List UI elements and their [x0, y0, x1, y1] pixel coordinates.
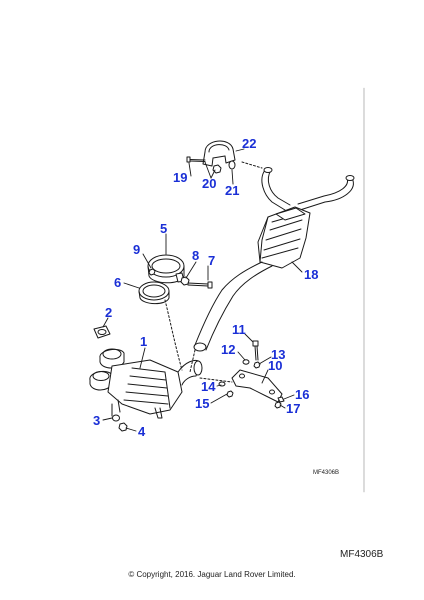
- part-label-5: 5: [160, 221, 168, 236]
- nut-part-13: [253, 361, 261, 369]
- part-label-12: 12: [221, 342, 236, 357]
- clamp-to-pipe-hatch: [241, 161, 263, 169]
- part-label-21: 21: [225, 183, 240, 198]
- assembly-line-1: [164, 299, 183, 371]
- part-label-13: 13: [271, 347, 286, 362]
- assembly-line-2: [189, 349, 196, 373]
- part-label-4: 4: [138, 424, 146, 439]
- part-label-16: 16: [295, 387, 310, 402]
- sealing-ring-part-6: [138, 281, 170, 305]
- nut-part-8: [180, 276, 190, 286]
- part-label-7: 7: [208, 253, 216, 268]
- part-label-17: 17: [286, 401, 301, 416]
- part-label-18: 18: [304, 267, 319, 282]
- leader-lines: [102, 148, 303, 432]
- clamp-part-5: [147, 254, 185, 284]
- part-label-20: 20: [202, 176, 217, 191]
- part-label-19: 19: [173, 170, 188, 185]
- part-label-2: 2: [105, 305, 113, 320]
- bolt-part-11: [252, 340, 259, 361]
- front-catalyst-part-1: [89, 348, 203, 419]
- part-label-15: 15: [195, 396, 210, 411]
- diagram-reference-code: MF4306B: [313, 470, 340, 476]
- bracket-part-10: [231, 369, 283, 403]
- washer-part-3: [112, 414, 120, 422]
- part-label-9: 9: [133, 242, 141, 257]
- copyright-notice: © Copyright, 2016. Jaguar Land Rover Lim…: [128, 570, 296, 579]
- gasket-part-2: [93, 325, 111, 339]
- part-label-3: 3: [93, 413, 101, 428]
- nut-part-15: [226, 390, 234, 398]
- part-label-8: 8: [192, 248, 200, 263]
- washer-part-21: [228, 160, 236, 170]
- rear-pipe-part-18: [193, 167, 355, 352]
- nut-part-4: [118, 422, 128, 432]
- part-label-10: 10: [268, 358, 283, 373]
- assembly-line-3: [199, 377, 233, 383]
- bolt-part-16: [277, 396, 285, 403]
- washer-part-12: [242, 359, 250, 365]
- part-label-14: 14: [201, 379, 216, 394]
- bolt-part-19: [186, 156, 206, 163]
- part-label-1: 1: [140, 334, 148, 349]
- bolt-part-7: [187, 281, 213, 289]
- part-label-22: 22: [242, 136, 257, 151]
- part-label-11: 11: [232, 322, 246, 337]
- part-label-6: 6: [114, 275, 122, 290]
- page-reference-code: MF4306B: [340, 549, 384, 560]
- nut-part-17: [274, 401, 282, 409]
- nut-part-9: [148, 268, 156, 276]
- clamp-top-part-22: [202, 140, 236, 167]
